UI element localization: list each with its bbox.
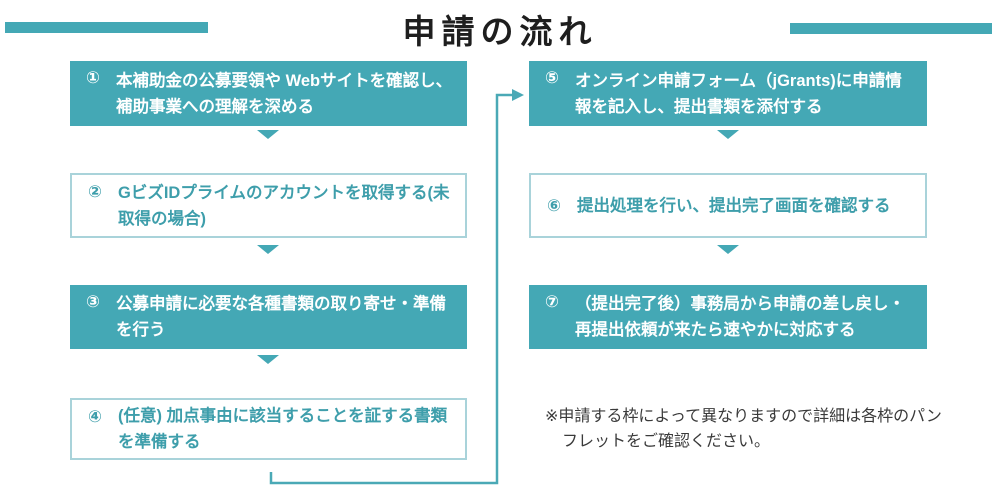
step-text-7: （提出完了後）事務局から申請の差し戻し・再提出依頼が来たら速やかに対応する [575, 295, 905, 339]
step-text-2: GビズIDプライムのアカウントを取得する(未取得の場合) [118, 183, 450, 228]
down-arrow-icon [257, 130, 279, 139]
step-number-6: ⑥ [547, 196, 561, 215]
down-arrow-icon [717, 245, 739, 254]
step-number-1: ① [86, 69, 100, 87]
step-box-2: ② GビズIDプライムのアカウントを取得する(未取得の場合) [70, 173, 467, 238]
step-text-6: 提出処理を行い、提出完了画面を確認する [577, 196, 891, 215]
step-number-3: ③ [86, 293, 100, 311]
arrow-right-icon [512, 89, 524, 101]
step-number-7: ⑦ [545, 293, 559, 311]
step-number-4: ④ [88, 408, 102, 426]
step-box-7: ⑦ （提出完了後）事務局から申請の差し戻し・再提出依頼が来たら速やかに対応する [529, 285, 927, 349]
step-number-2: ② [88, 183, 102, 201]
step-text-4: (任意) 加点事由に該当することを証する書類を準備する [118, 407, 448, 451]
down-arrow-icon [257, 355, 279, 364]
footnote: ※申請する枠によって異なりますので詳細は各枠のパンフレットをご確認ください。 [545, 408, 942, 450]
step-text-1: 本補助金の公募要領や Webサイトを確認し、補助事業への理解を深める [116, 71, 453, 116]
step-text-3: 公募申請に必要な各種書類の取り寄せ・準備を行う [116, 295, 446, 339]
decor-bar-left [5, 22, 208, 33]
step-box-5: ⑤ オンライン申請フォーム（jGrants)に申請情報を記入し、提出書類を添付す… [529, 61, 927, 126]
step-box-4: ④ (任意) 加点事由に該当することを証する書類を準備する [70, 398, 467, 460]
down-arrow-icon [717, 130, 739, 139]
step-box-6: ⑥ 提出処理を行い、提出完了画面を確認する [529, 173, 927, 238]
page-title: 申請の流れ [402, 13, 598, 50]
step-box-1: ① 本補助金の公募要領や Webサイトを確認し、補助事業への理解を深める [70, 61, 467, 126]
decor-bar-right [790, 23, 992, 34]
step-number-5: ⑤ [545, 69, 559, 87]
step-text-5: オンライン申請フォーム（jGrants)に申請情報を記入し、提出書類を添付する [575, 71, 902, 116]
down-arrow-icon [257, 245, 279, 254]
step-box-3: ③ 公募申請に必要な各種書類の取り寄せ・準備を行う [70, 285, 467, 349]
